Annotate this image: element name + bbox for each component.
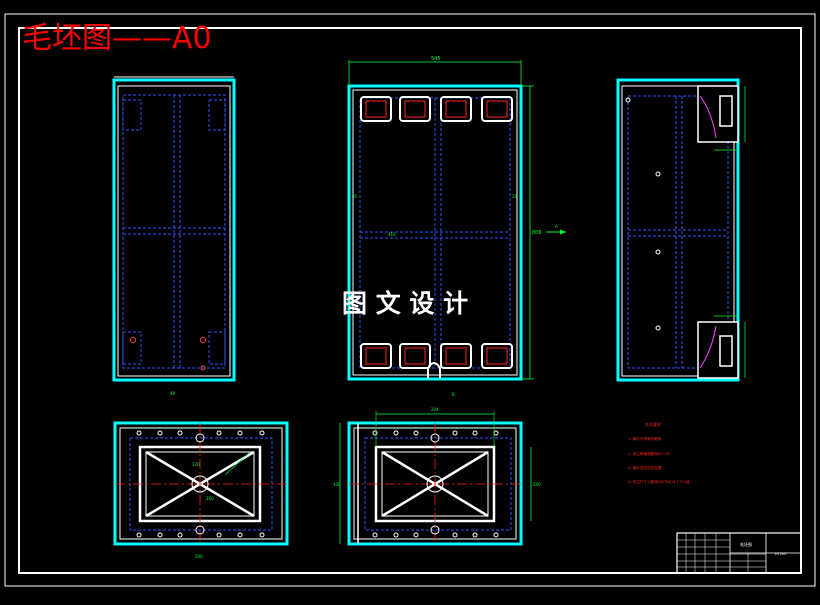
front-height-dim: 806 (532, 230, 542, 236)
right-side-view (616, 78, 746, 382)
notes-item-2: 2. 未注明铸造圆角R3~R5 (628, 451, 670, 456)
plan-left-center-b: 160 (206, 496, 214, 501)
front-width-dim: 545 (431, 56, 441, 62)
notes-item-1: 1. 铸件不得有砂眼等 (628, 436, 662, 441)
title-block: 毛坯图 HT200 (676, 532, 802, 574)
section-marker: A (555, 224, 558, 229)
plan-left-bottom-dim: 206 (195, 554, 203, 559)
notes-item-3: 3. 铸件须经时效处理 (628, 465, 662, 470)
plan-right-top-dim: 204 (431, 407, 439, 412)
drawing-title: 毛坯图——A0 (22, 21, 212, 56)
technical-notes: 技术要求 1. 铸件不得有砂眼等 2. 未注明铸造圆角R3~R5 3. 铸件须经… (628, 421, 690, 484)
plan-left-center-a: 120 (192, 462, 200, 467)
front-mid-dim: 416 (388, 232, 396, 237)
plan-right-side-dim: 240 (533, 482, 541, 487)
notes-heading: 技术要求 (645, 421, 661, 427)
front-right-dim: 35 (512, 194, 518, 199)
left-side-view: 48 (112, 76, 236, 396)
notes-item-4: 4. 未注尺寸公差按GB/T6414-CT10级 (628, 479, 690, 484)
front-bottom-mark: B (452, 392, 455, 397)
front-view: 545 806 35 35 416 B A (347, 56, 566, 397)
left-bottom-dim: 48 (170, 391, 176, 396)
plan-right-left-dim: 100 (333, 482, 341, 487)
plan-view-right: 204 240 100 (333, 407, 541, 546)
front-left-dim: 35 (352, 194, 358, 199)
outer-border (4, 13, 816, 587)
inner-frame (18, 27, 802, 574)
watermark-text: 图 文 设 计 (342, 289, 468, 318)
title-block-name: 毛坯图 (740, 541, 752, 547)
plan-view-left: 120 160 206 (113, 421, 289, 559)
title-block-material: HT200 (775, 552, 786, 556)
